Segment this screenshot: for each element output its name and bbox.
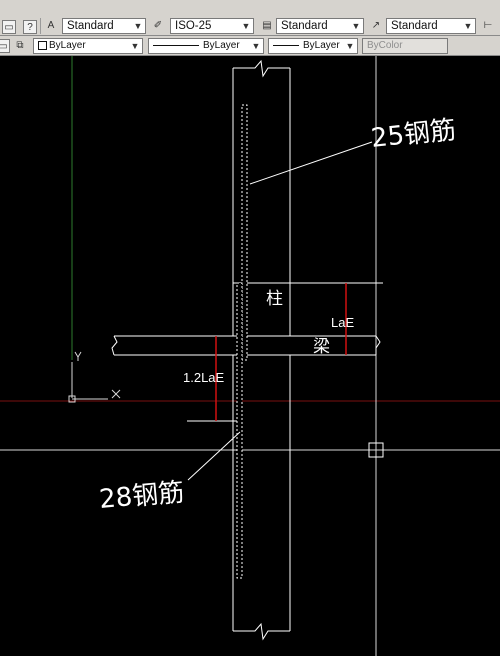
label-rebar-28: 28钢筋 <box>98 478 185 515</box>
table-style-select[interactable]: Standard ▼ <box>276 18 364 34</box>
chevron-down-icon: ▼ <box>239 19 253 33</box>
dim-style-value: ISO-25 <box>175 20 212 32</box>
lineweight-value: ByLayer <box>303 40 340 51</box>
color-value: ByLayer <box>49 40 86 51</box>
chevron-down-icon: ▼ <box>461 19 475 33</box>
label-column: 柱 <box>266 289 283 309</box>
properties-toolbar: ▭ ⧉ ByLayer ▼ ByLayer ▼ ByLayer ▼ ByColo… <box>0 36 500 56</box>
label-beam: 梁 <box>313 337 330 357</box>
color-select[interactable]: ByLayer ▼ <box>33 38 143 54</box>
text-style-icon[interactable]: A <box>47 20 55 31</box>
rebar-25 <box>241 104 248 361</box>
chevron-down-icon: ▼ <box>343 39 357 53</box>
linetype-sample-icon <box>153 44 199 46</box>
multileader-style-icon[interactable]: ↗ <box>371 20 381 31</box>
color-swatch-icon <box>38 40 47 50</box>
drawing-canvas[interactable]: 25钢筋 28钢筋 柱 梁 LaE 1.2LaE <box>0 56 500 656</box>
linetype-select[interactable]: ByLayer ▼ <box>148 38 264 54</box>
plot-style-select: ByColor <box>362 38 448 54</box>
text-style-value: Standard <box>67 20 114 32</box>
layer-icon[interactable]: ▭ <box>0 39 10 53</box>
window-icon[interactable]: ▭ <box>2 20 16 34</box>
text-style-select[interactable]: Standard ▼ <box>62 18 146 34</box>
help-icon[interactable]: ? <box>23 20 37 34</box>
chevron-down-icon: ▼ <box>131 19 145 33</box>
dim-style-icon[interactable]: ✐ <box>153 20 163 31</box>
chevron-down-icon: ▼ <box>349 19 363 33</box>
multileader-style-select[interactable]: Standard ▼ <box>386 18 476 34</box>
styles-toolbar: ▭ ? A Standard ▼ ✐ ISO-25 ▼ ▤ Standard ▼… <box>0 0 500 36</box>
label-lae: LaE <box>331 315 354 330</box>
leader-25 <box>249 141 373 185</box>
chevron-down-icon: ▼ <box>249 39 263 53</box>
label-rebar-25: 25钢筋 <box>370 115 458 154</box>
dimension-tool-icon[interactable]: ⊢ <box>483 20 493 31</box>
multileader-style-value: Standard <box>391 20 438 32</box>
lineweight-select[interactable]: ByLayer ▼ <box>268 38 358 54</box>
chevron-down-icon: ▼ <box>128 39 142 53</box>
column-outline <box>232 59 291 641</box>
plot-style-value: ByColor <box>367 40 403 51</box>
label-12lae: 1.2LaE <box>183 370 225 385</box>
pickbox-cursor <box>368 442 384 458</box>
table-style-icon[interactable]: ▤ <box>262 20 272 31</box>
match-layer-icon[interactable]: ⧉ <box>16 40 24 51</box>
table-style-value: Standard <box>281 20 328 32</box>
leader-28 <box>187 431 241 481</box>
dim-style-select[interactable]: ISO-25 ▼ <box>170 18 254 34</box>
lineweight-sample-icon <box>273 44 299 46</box>
linetype-value: ByLayer <box>203 40 240 51</box>
rebar-28 <box>236 282 243 579</box>
ucs-icon <box>68 351 121 403</box>
